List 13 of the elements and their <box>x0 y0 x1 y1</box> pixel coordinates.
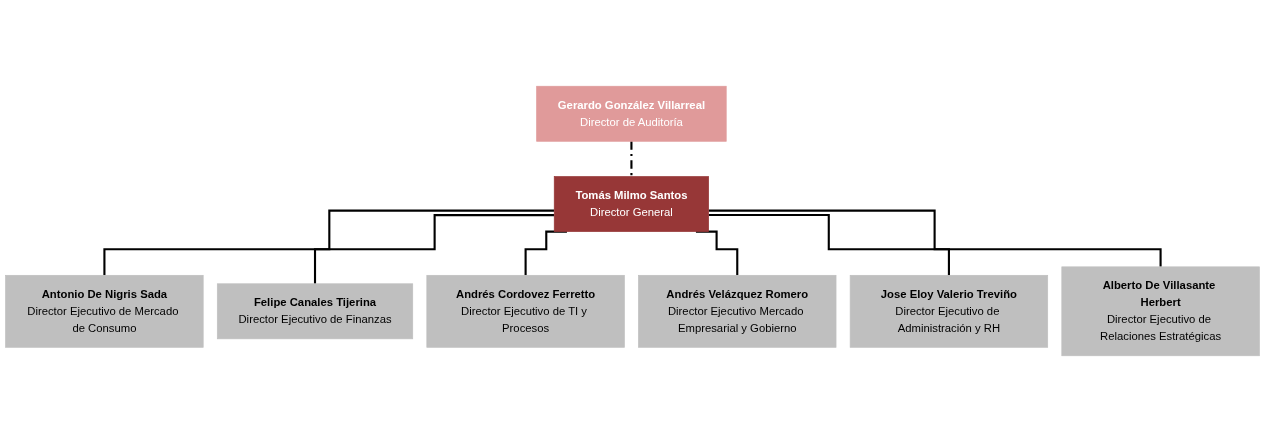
node-box: Jose Eloy Valerio Treviño Director Ejecutivo de Administración y RH <box>849 274 1049 348</box>
connector <box>630 140 633 178</box>
node-box: Andrés Cordovez Ferretto Director Ejecutivo de TI y Procesos <box>426 274 625 348</box>
node-box: Antonio De Nigris Sada Director Ejecutivo de Mercado de Consumo <box>5 274 204 348</box>
node-box: Gerardo González Villarreal Director de Auditoría <box>536 85 727 142</box>
node-box: Tomás Milmo Santos Director General <box>553 176 709 232</box>
connector <box>103 209 555 277</box>
connector <box>708 214 950 277</box>
node-box: Felipe Canales Tijerina Director Ejecutivo de Finanzas <box>216 283 414 340</box>
connector <box>708 209 1162 268</box>
node-box: Alberto De Villasante Herbert Director Ejecutivo de Relaciones Estratégicas <box>1061 266 1260 357</box>
node-box: Andrés Velázquez Romero Director Ejecutivo Mercado Empresarial y Gobierno <box>638 274 837 348</box>
connector <box>313 214 555 285</box>
